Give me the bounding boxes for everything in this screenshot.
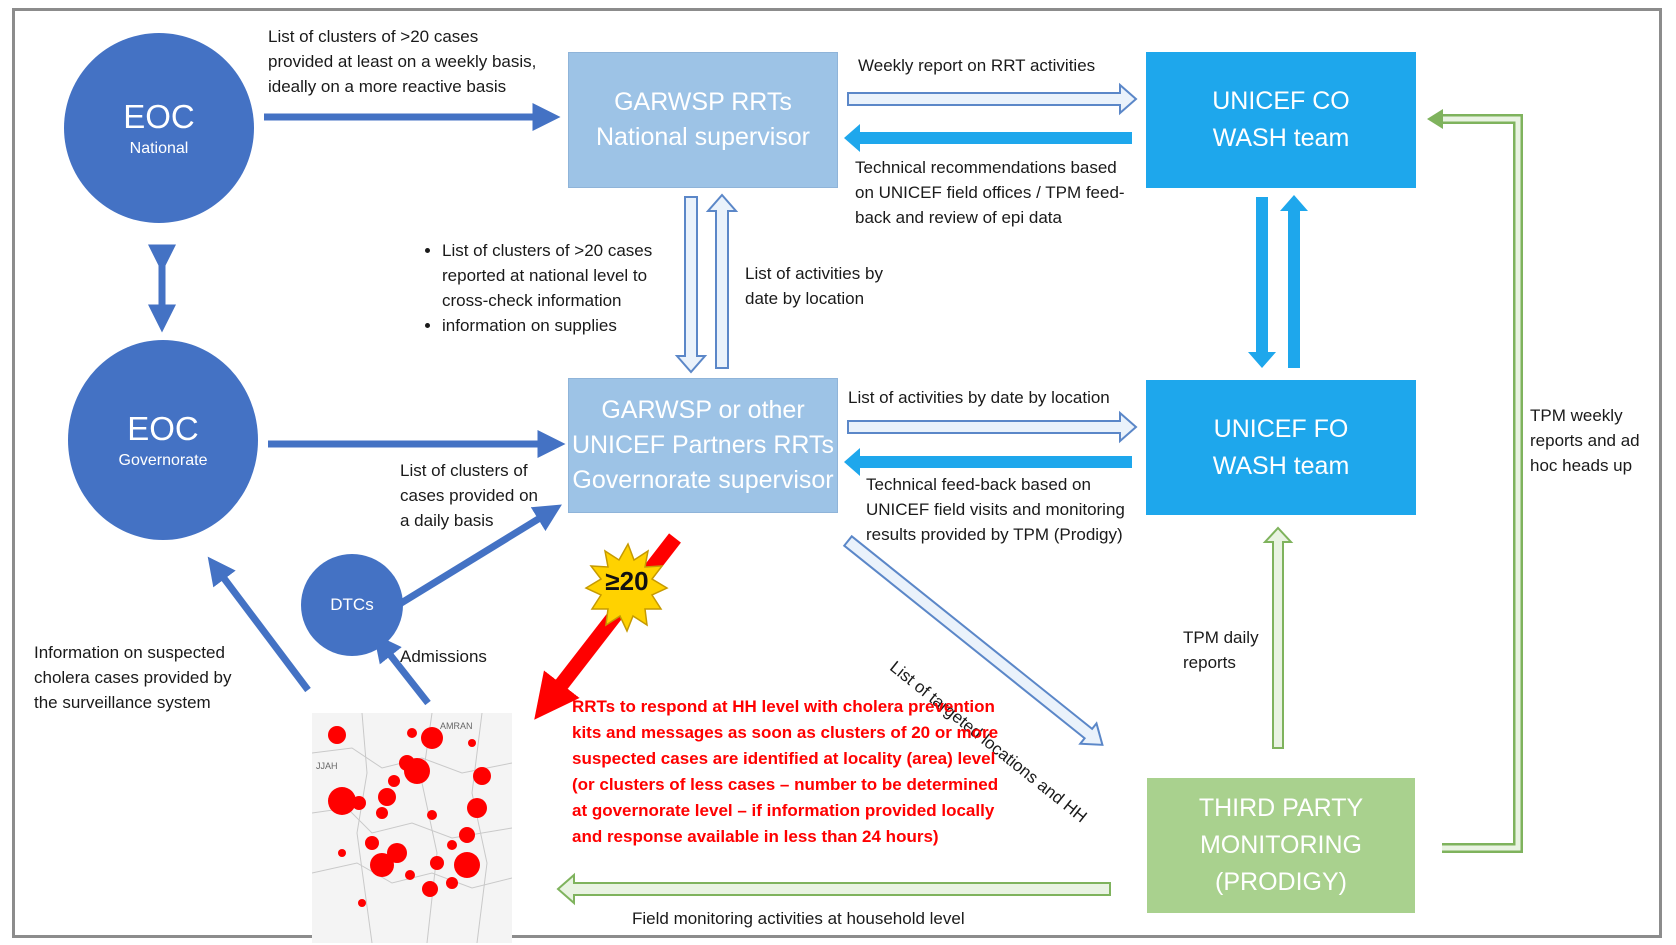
label-line: List of clusters of >20 cases xyxy=(268,27,479,46)
label-line: List of clusters of xyxy=(400,461,528,480)
bullet-item: List of clusters of >20 cases reported a… xyxy=(442,238,674,313)
garwsp-gov-line2: UNICEF Partners RRTs xyxy=(571,431,835,459)
label-line: a daily basis xyxy=(400,511,494,530)
unicef-co-line2: WASH team xyxy=(1212,124,1350,152)
arrow-fo-to-co xyxy=(1280,195,1308,368)
label-line: Technical feed-back based on xyxy=(866,475,1091,494)
garwsp-gov-line3: Governorate supervisor xyxy=(572,466,834,494)
label-activities-date-location: List of activities by date by location xyxy=(848,385,1110,410)
arrow-tpm-daily xyxy=(1262,526,1294,749)
arrow-co-to-fo xyxy=(1248,197,1276,368)
label-technical-feedback: Technical feed-back based on UNICEF fiel… xyxy=(866,472,1125,547)
arrow-rrt-up xyxy=(705,193,739,369)
label-field-monitoring: Field monitoring activities at household… xyxy=(632,906,965,931)
eoc-national-subtitle: National xyxy=(129,140,189,157)
arrow-targeted-locations xyxy=(842,534,1104,746)
label-line: reports xyxy=(1183,653,1236,672)
third-party-line2: MONITORING xyxy=(1199,831,1363,859)
third-party-line1: THIRD PARTY xyxy=(1198,794,1364,822)
eoc-national-title: EOC xyxy=(123,98,195,135)
label-line: Technical recommendations based xyxy=(855,158,1117,177)
arrow-activities-to-fo xyxy=(847,410,1138,444)
label-line: Information on suspected xyxy=(34,643,225,662)
garwsp-national-line1: GARWSP RRTs xyxy=(614,88,792,116)
label-line: on UNICEF field offices / TPM feed- xyxy=(855,183,1125,202)
garwsp-national-box: GARWSP RRTs National supervisor xyxy=(568,52,838,188)
label-line: (or clusters of less cases – number to b… xyxy=(572,775,999,794)
label-line: kits and messages as soon as clusters of… xyxy=(572,723,999,742)
map-label-amran: AMRAN xyxy=(440,721,473,731)
label-line: Field monitoring activities at household… xyxy=(632,909,965,928)
label-rrt-response: RRTs to respond at HH level with cholera… xyxy=(572,694,998,850)
cholera-cluster-map: AMRAN JJAH xyxy=(312,713,512,943)
arrow-tpm-weekly xyxy=(1441,114,1523,853)
dtcs-node: DTCs xyxy=(301,554,403,656)
threshold-label: ≥20 xyxy=(605,566,649,596)
label-line: results provided by TPM (Prodigy) xyxy=(866,525,1123,544)
garwsp-governorate-box: GARWSP or other UNICEF Partners RRTs Gov… xyxy=(568,378,838,513)
label-line: UNICEF field visits and monitoring xyxy=(866,500,1125,519)
arrow-admissions xyxy=(373,633,431,706)
label-admissions: Admissions xyxy=(400,644,487,669)
label-line: List of activities by date by location xyxy=(848,388,1110,407)
label-line: the surveillance system xyxy=(34,693,211,712)
label-line: List of activities by xyxy=(745,264,883,283)
arrow-tpm-weekly-head xyxy=(1427,109,1443,129)
label-bullets: List of clusters of >20 cases reported a… xyxy=(414,238,674,338)
label-line: date by location xyxy=(745,289,865,308)
label-tpm-daily: TPM daily reports xyxy=(1183,625,1259,675)
label-line: Weekly report on RRT activities xyxy=(858,56,1096,75)
map-graphic xyxy=(312,713,512,943)
garwsp-national-line2: National supervisor xyxy=(596,123,810,151)
arrow-dtc-to-rrt xyxy=(396,504,562,608)
label-line: provided at least on a weekly basis, xyxy=(268,52,537,71)
garwsp-gov-line1: GARWSP or other xyxy=(601,396,805,424)
label-weekly-report: Weekly report on RRT activities xyxy=(858,53,1095,78)
label-line: cases provided on xyxy=(400,486,538,505)
unicef-fo-line1: UNICEF FO xyxy=(1213,414,1349,443)
eoc-national-node: EOC National xyxy=(64,33,254,223)
label-line: back and review of epi data xyxy=(855,208,1062,227)
eoc-governorate-subtitle: Governorate xyxy=(118,452,208,469)
label-line: Admissions xyxy=(400,647,487,666)
eoc-governorate-node: EOC Governorate xyxy=(68,340,258,540)
label-line: TPM weekly xyxy=(1530,406,1623,425)
label-clusters-weekly: List of clusters of >20 cases provided a… xyxy=(268,24,536,99)
label-line: reports and ad xyxy=(1530,431,1640,450)
arrow-rrt-down xyxy=(674,196,708,374)
threshold-burst xyxy=(584,542,669,633)
label-surveillance-info: Information on suspected cholera cases p… xyxy=(34,640,232,715)
label-activities-by-date: List of activities by date by location xyxy=(745,261,883,311)
third-party-box: THIRD PARTY MONITORING (PRODIGY) xyxy=(1147,778,1415,913)
unicef-fo-box: UNICEF FO WASH team xyxy=(1146,380,1416,515)
label-line: hoc heads up xyxy=(1530,456,1633,475)
arrow-technical-recommendations xyxy=(844,124,1132,152)
third-party-line3: (PRODIGY) xyxy=(1215,868,1347,896)
label-tpm-weekly: TPM weekly reports and ad hoc heads up xyxy=(1530,403,1640,478)
label-technical-recommendations: Technical recommendations based on UNICE… xyxy=(855,155,1125,230)
arrow-surveillance xyxy=(207,556,311,693)
arrow-weekly-report xyxy=(847,82,1138,116)
label-line: at governorate level – if information pr… xyxy=(572,801,995,820)
unicef-co-box: UNICEF CO WASH team xyxy=(1146,52,1416,188)
label-line: cholera cases provided by xyxy=(34,668,232,687)
label-line: RRTs to respond at HH level with cholera… xyxy=(572,697,995,716)
eoc-governorate-title: EOC xyxy=(127,410,199,447)
label-line: ideally on a more reactive basis xyxy=(268,77,507,96)
dtcs-label: DTCs xyxy=(330,595,374,614)
unicef-co-line1: UNICEF CO xyxy=(1212,87,1350,115)
arrow-tpm-weekly-inner xyxy=(1441,116,1521,851)
map-label-jjah: JJAH xyxy=(316,761,338,771)
bullet-item: information on supplies xyxy=(442,313,674,338)
unicef-fo-line2: WASH team xyxy=(1212,451,1350,480)
label-line: suspected cases are identified at locali… xyxy=(572,749,996,768)
arrow-field-monitoring xyxy=(556,872,1111,906)
arrow-technical-feedback xyxy=(844,448,1132,476)
label-clusters-daily: List of clusters of cases provided on a … xyxy=(400,458,538,533)
label-line: TPM daily xyxy=(1183,628,1259,647)
label-line: and response available in less than 24 h… xyxy=(572,827,939,846)
